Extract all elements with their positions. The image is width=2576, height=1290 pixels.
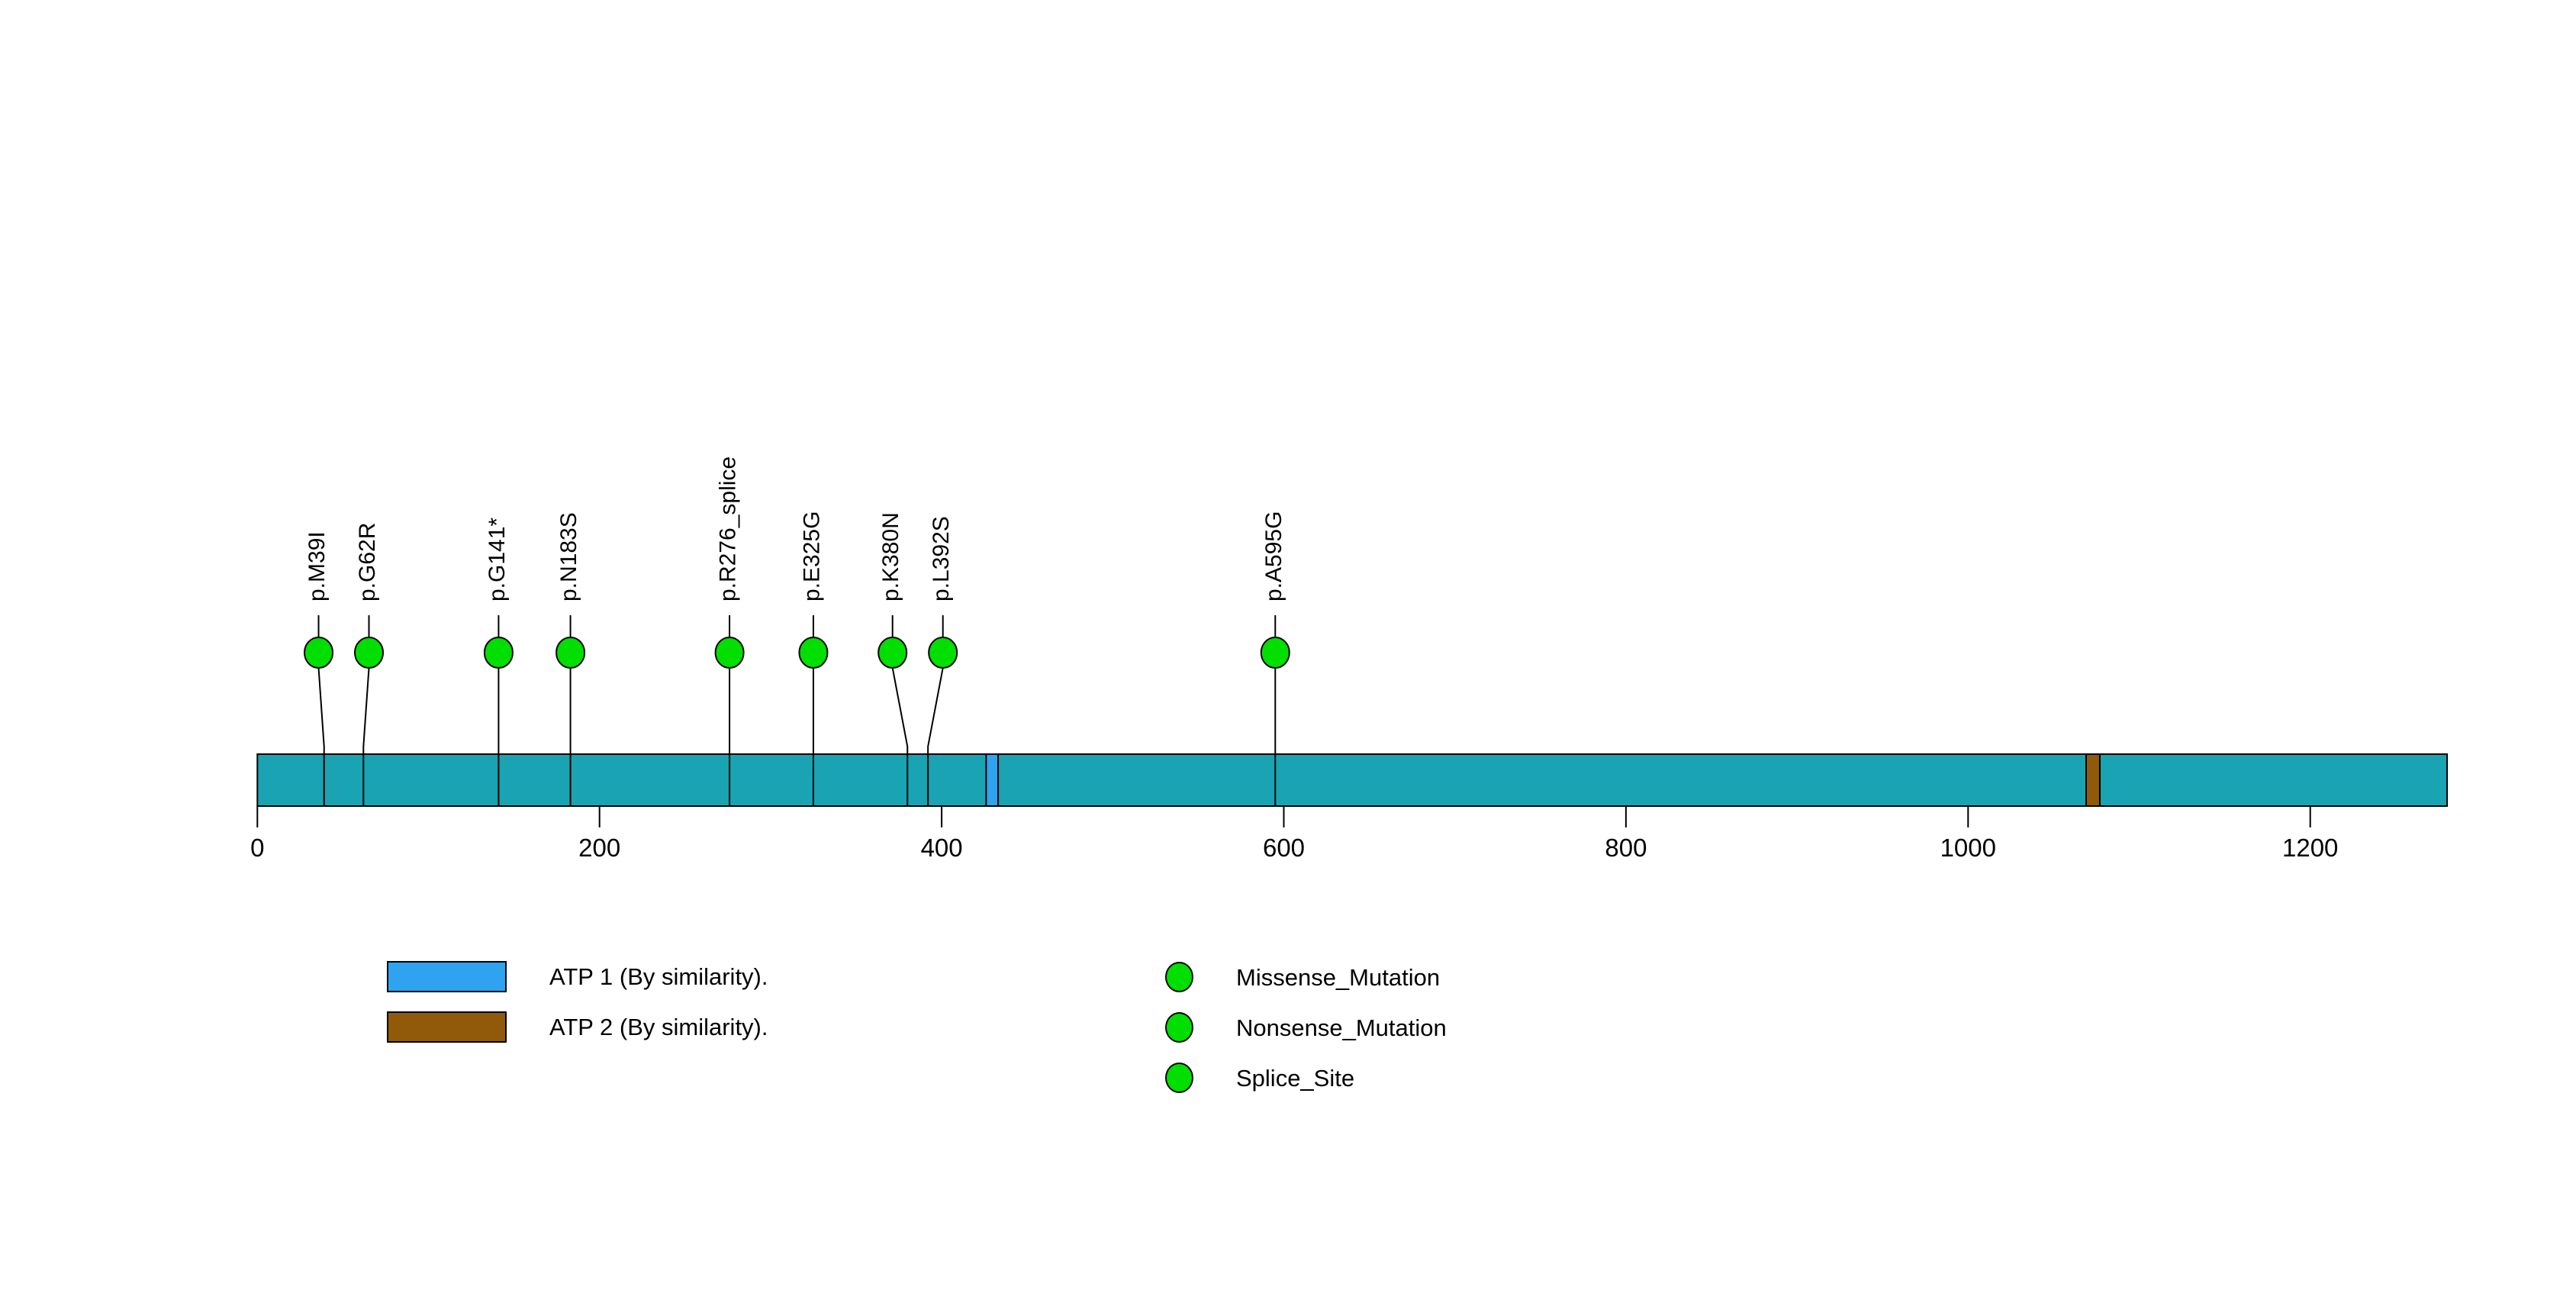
mutation-circle <box>928 637 958 669</box>
protein-bar <box>256 753 2449 807</box>
mutation-circle <box>798 637 829 669</box>
domain-legend: ATP 1 (By similarity). ATP 2 (By similar… <box>387 961 768 1043</box>
axis-tick-label: 200 <box>578 834 620 862</box>
nonsense-mutation-legend-label: Nonsense_Mutation <box>1236 1014 1447 1041</box>
missense-mutation-legend-label: Missense_Mutation <box>1236 963 1441 991</box>
axis-tick-label: 600 <box>1263 834 1305 862</box>
legend-row-domain-1: ATP 1 (By similarity). <box>387 961 768 992</box>
domain-2 <box>2085 753 2101 807</box>
mutation-label: p.A595G <box>1261 511 1286 601</box>
domain-1 <box>985 753 1000 807</box>
mutation-label: p.K380N <box>878 512 903 601</box>
mutation-label: p.R276_splice <box>716 456 741 601</box>
mutation-label: p.L392S <box>929 516 954 601</box>
lollipop-stem <box>317 667 325 806</box>
splice-site-legend-label: Splice_Site <box>1236 1064 1355 1092</box>
mutation-circle <box>1260 637 1290 669</box>
domain-2-swatch <box>387 1011 507 1043</box>
mutation-label: p.M39I <box>304 531 330 601</box>
domain-1-legend-label: ATP 1 (By similarity). <box>549 963 768 990</box>
mutation-label: p.E325G <box>799 511 824 601</box>
axis-tick-label: 400 <box>921 834 963 862</box>
mutation-circle <box>877 637 908 669</box>
domain-2-legend-label: ATP 2 (By similarity). <box>549 1014 768 1040</box>
mutation-label: p.G141* <box>485 518 510 601</box>
axis-tick-label: 1200 <box>2282 834 2338 862</box>
mutation-circle <box>304 637 334 669</box>
mutation-circle <box>354 637 385 669</box>
splice-site-swatch-icon <box>1165 1063 1193 1093</box>
lollipop-stem <box>927 667 944 806</box>
legend-row-missense: Missense_Mutation <box>1165 962 1447 992</box>
mutation-circle <box>714 637 745 669</box>
lollipop-stem <box>891 667 909 806</box>
lollipop-stem <box>362 667 370 806</box>
legend-row-domain-2: ATP 2 (By similarity). <box>387 1011 768 1043</box>
missense-mutation-swatch-icon <box>1165 962 1193 992</box>
mutation-circle <box>555 637 586 669</box>
legend-row-splice-site: Splice_Site <box>1165 1063 1447 1093</box>
legend-row-nonsense: Nonsense_Mutation <box>1165 1012 1447 1043</box>
axis-tick-label: 0 <box>250 834 264 862</box>
axis-tick-label: 800 <box>1605 834 1647 862</box>
nonsense-mutation-swatch-icon <box>1165 1012 1193 1043</box>
mutation-type-legend: Missense_Mutation Nonsense_Mutation Spli… <box>1165 962 1447 1093</box>
mutation-label: p.G62R <box>355 523 380 601</box>
domain-1-swatch <box>387 961 507 992</box>
mutation-label: p.N183S <box>556 512 581 601</box>
axis-tick-label: 1000 <box>1940 834 1996 862</box>
mutation-circle <box>483 637 514 669</box>
